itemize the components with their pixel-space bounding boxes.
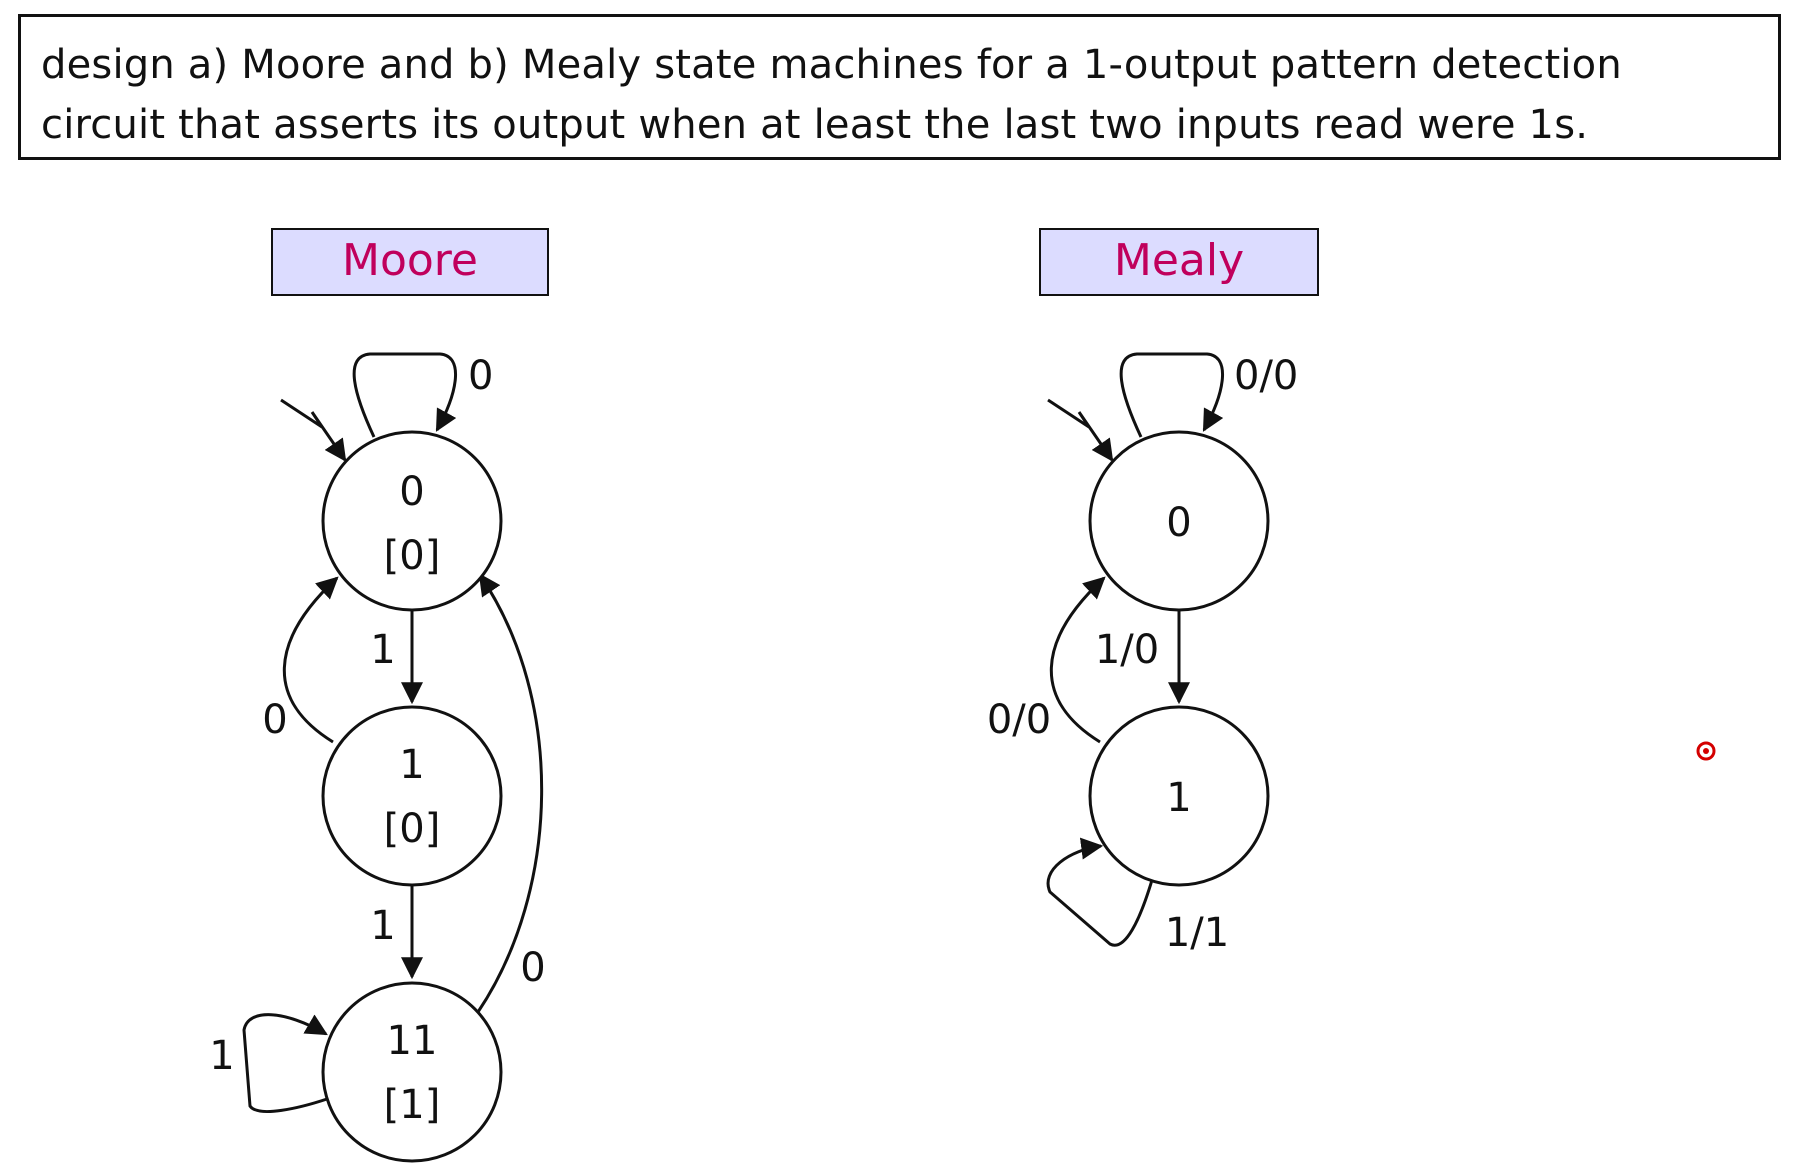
mealy-s0-self-label: 0/0 bbox=[1234, 353, 1298, 399]
mealy-title: Mealy bbox=[1114, 235, 1244, 286]
mealy-s0-self-loop bbox=[1119, 352, 1225, 438]
pointer-marker bbox=[1696, 741, 1716, 761]
mealy-s1-self-loop bbox=[1046, 837, 1154, 947]
moore-s1-to-s0-label: 0 bbox=[262, 697, 287, 743]
moore-s11-self-label: 1 bbox=[209, 1033, 234, 1079]
moore-state-1-name: 1 bbox=[399, 742, 424, 788]
moore-s11-to-s0-arrow bbox=[476, 573, 544, 1013]
moore-s0-self-loop bbox=[352, 352, 458, 438]
moore-state-0 bbox=[321, 430, 503, 612]
mealy-state-1 bbox=[1088, 705, 1270, 887]
problem-line-2: circuit that asserts its output when at … bbox=[41, 102, 1589, 148]
mealy-state-0-name: 0 bbox=[1166, 500, 1191, 546]
mealy-diagram: Mealy 0/0 1/0 0/0 1/1 0 1 bbox=[987, 228, 1319, 956]
problem-line-1: design a) Moore and b) Mealy state machi… bbox=[41, 42, 1622, 88]
moore-state-0-name: 0 bbox=[399, 469, 424, 515]
moore-s1-to-s11-label: 1 bbox=[370, 903, 395, 949]
mealy-s1-to-s0-arrow bbox=[1049, 576, 1106, 744]
mealy-s1-to-s0-label: 0/0 bbox=[987, 697, 1051, 743]
moore-state-11-output: [1] bbox=[384, 1082, 441, 1128]
moore-s11-to-s0-label: 0 bbox=[520, 945, 545, 991]
mealy-state-1-name: 1 bbox=[1166, 775, 1191, 821]
mealy-s1-self-label: 1/1 bbox=[1165, 910, 1229, 956]
moore-s11-self-loop bbox=[242, 1013, 328, 1113]
problem-statement: design a) Moore and b) Mealy state machi… bbox=[18, 14, 1781, 160]
moore-s0-self-label: 0 bbox=[468, 353, 493, 399]
mealy-s0-to-s1-label: 1/0 bbox=[1095, 627, 1159, 673]
moore-state-1 bbox=[321, 705, 503, 887]
moore-s0-to-s1-label: 1 bbox=[370, 627, 395, 673]
moore-diagram: Moore 0 1 0 1 0 1 0 [0] 1 [0] 11 [1] bbox=[209, 228, 549, 1163]
moore-title: Moore bbox=[342, 235, 478, 286]
moore-state-11-name: 11 bbox=[387, 1018, 438, 1064]
mealy-state-0 bbox=[1088, 430, 1270, 612]
moore-header-box bbox=[271, 228, 549, 296]
moore-state-11 bbox=[321, 981, 503, 1163]
moore-state-1-output: [0] bbox=[384, 806, 441, 852]
moore-state-0-output: [0] bbox=[384, 533, 441, 579]
moore-reset-arrow bbox=[280, 398, 347, 462]
mealy-header-box bbox=[1039, 228, 1319, 296]
mealy-reset-arrow bbox=[1047, 398, 1114, 462]
moore-s1-to-s0-arrow bbox=[282, 576, 339, 744]
